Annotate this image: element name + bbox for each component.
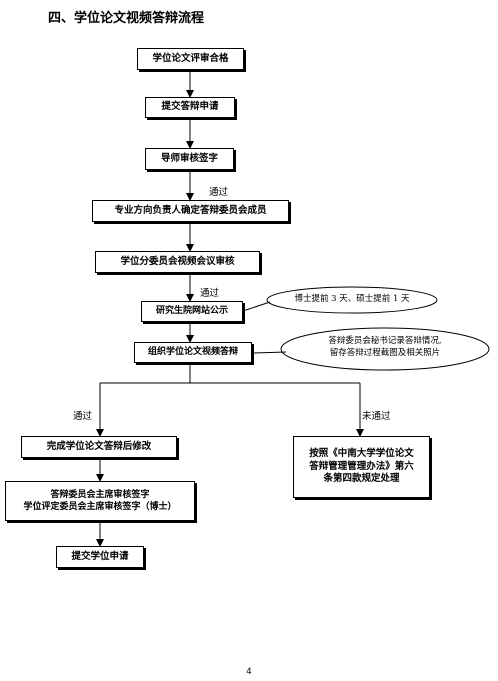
step-label-line: 答辩委员会主席审核签字 [50,489,150,500]
defense-callout-tail [251,351,287,354]
edge-label-fail: 未通过 [362,411,391,422]
step-label: 导师审核签字 [160,152,218,164]
step-label: 完成学位论文答辩后修改 [46,440,152,452]
step-label-line: 答辩管理管理办法》第六 [309,460,414,472]
step-label: 专业方向负责人确定答辩委员会成员 [114,204,267,216]
defense-callout-text: 答辩委员会秘书记录答辩情况, 留存答辩过程截图及相关照片 [286,335,484,360]
step-submit-degree-application: 提交学位申请 [56,546,144,568]
edge-label-pass: 通过 [200,288,220,299]
defense-callout [280,327,490,371]
edge-label-pass: 通过 [209,187,229,198]
defense-callout-line: 留存答辩过程截图及相关照片 [329,348,441,359]
notice-callout-tail [242,301,271,312]
step-video-meeting-review: 学位分委员会视频会议审核 [95,251,260,273]
step-label: 学位分委员会视频会议审核 [120,255,235,267]
step-thesis-review-passed: 学位论文评审合格 [137,48,244,70]
page-heading: 四、学位论文视频答辩流程 [48,11,205,26]
step-label: 学位论文评审合格 [152,52,229,64]
step-supervisor-sign: 导师审核签字 [145,148,234,170]
edge-label-pass: 通过 [73,411,93,422]
step-label: 组织学位论文视频答辩 [147,347,238,358]
step-label-line: 学位评定委员会主席审核签字（博士） [23,502,177,512]
step-label: 提交学位申请 [71,550,129,562]
defense-callout-line: 答辩委员会秘书记录答辩情况, [328,336,442,346]
step-label: 提交答辩申请 [161,101,219,113]
step-label-line: 条第四款规定处理 [323,473,400,485]
step-website-notice: 研究生院网站公示 [141,301,243,322]
step-organize-video-defense: 组织学位论文视频答辩 [134,342,252,363]
step-fail-handling: 按照《中南大学学位论文 答辩管理管理办法》第六 条第四款规定处理 [293,436,430,498]
step-complete-revision: 完成学位论文答辩后修改 [21,436,177,458]
step-label: 研究生院网站公示 [155,306,228,317]
page-number: 4 [246,667,252,677]
step-label-line: 按照《中南大学学位论文 [309,447,414,459]
notice-callout-text: 博士提前 3 天、硕士提前 1 天 [294,294,410,304]
step-determine-committee: 专业方向负责人确定答辩委员会成员 [92,200,289,222]
step-chair-signatures: 答辩委员会主席审核签字 学位评定委员会主席审核签字（博士） [5,481,195,521]
notice-callout [266,286,438,314]
step-submit-defense-application: 提交答辩申请 [145,97,235,118]
